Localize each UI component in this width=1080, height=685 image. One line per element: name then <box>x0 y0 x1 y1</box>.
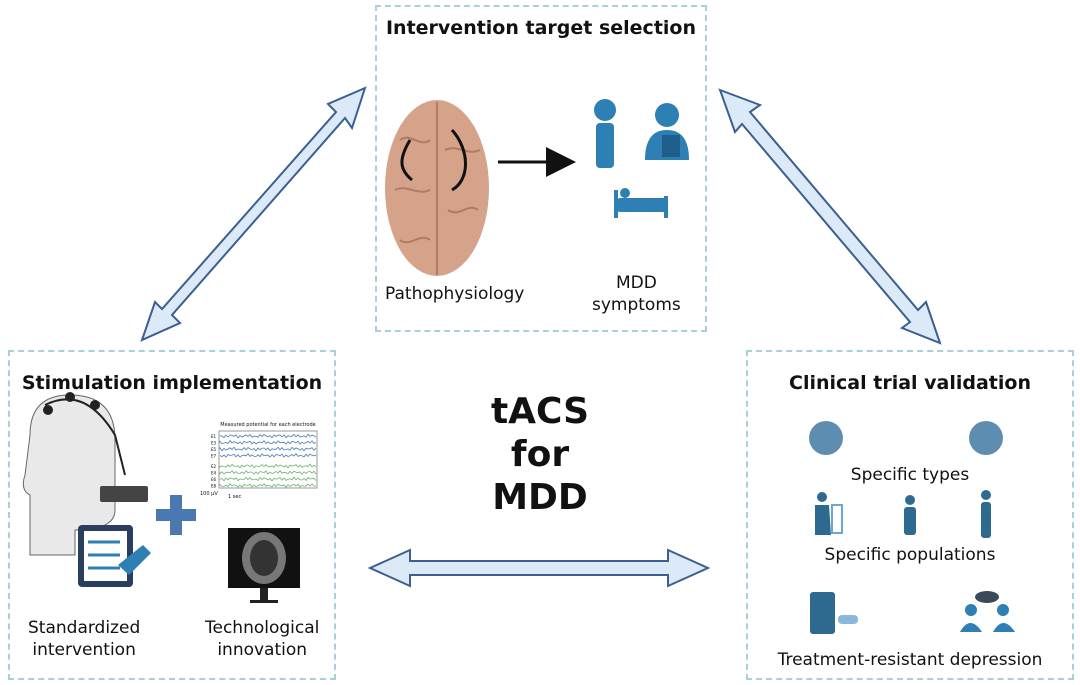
double-arrow-left <box>140 86 367 342</box>
eeg-trace-E5 <box>219 446 317 452</box>
mdd-symptoms-label: MDD symptoms <box>592 273 681 315</box>
medication-icon <box>810 592 858 634</box>
mri-monitor-icon <box>228 528 300 603</box>
symptom-icons <box>594 99 689 218</box>
eeg-trace-E3 <box>219 440 317 445</box>
technological-innovation-label: Technological innovation <box>205 618 320 660</box>
eeg-channel-label: E6 <box>211 477 217 482</box>
eeg-channel-label: E3 <box>211 441 217 446</box>
target-selection-title: Intervention target selection <box>385 17 696 39</box>
eeg-plot <box>218 430 318 489</box>
eeg-channel-label: E4 <box>211 471 217 476</box>
brain-icon <box>385 100 489 276</box>
eeg-trace-E2 <box>219 463 317 469</box>
trd-label: Treatment-resistant depression <box>777 650 1043 670</box>
clinical-trial-panel <box>746 350 1074 680</box>
stimulation-title: Stimulation implementation <box>21 372 323 394</box>
clinical-trial-title: Clinical trial validation <box>789 372 1031 394</box>
eeg-channel-label: E2 <box>211 464 217 469</box>
population-icons <box>815 490 991 538</box>
eeg-trace-E8 <box>219 482 317 488</box>
pathophysiology-label: Pathophysiology <box>385 284 525 304</box>
eeg-trace-E4 <box>219 470 317 476</box>
eeg-trace-E1 <box>219 433 317 439</box>
target-selection-panel <box>375 5 707 332</box>
specific-populations-label: Specific populations <box>824 545 996 565</box>
specific-types-label: Specific types <box>850 465 970 485</box>
checklist-tablet-icon <box>78 525 151 587</box>
eeg-time-scale: 1 sec <box>228 494 242 500</box>
double-arrow-bottom <box>367 548 711 588</box>
double-arrow-right <box>718 88 942 345</box>
eeg-channel-label: E1 <box>211 434 217 439</box>
eeg-trace-E7 <box>219 453 317 458</box>
sad-face-icons <box>809 421 1003 455</box>
therapy-icon <box>960 591 1015 632</box>
eeg-voltage-scale: 100 µV <box>200 491 218 497</box>
standardized-intervention-label: Standardized intervention <box>28 618 141 660</box>
eeg-title: Measured potential for each electrode <box>220 422 316 428</box>
eeg-channel-label: E5 <box>211 447 217 452</box>
plus-icon <box>156 495 196 535</box>
center-title: tACS for MDD <box>490 391 590 518</box>
eeg-trace-E6 <box>219 476 317 482</box>
stimulation-panel <box>8 350 336 680</box>
eeg-channel-label: E7 <box>211 454 217 459</box>
eeg-channel-label: E8 <box>211 484 217 489</box>
head-with-electrodes-icon <box>22 392 148 556</box>
